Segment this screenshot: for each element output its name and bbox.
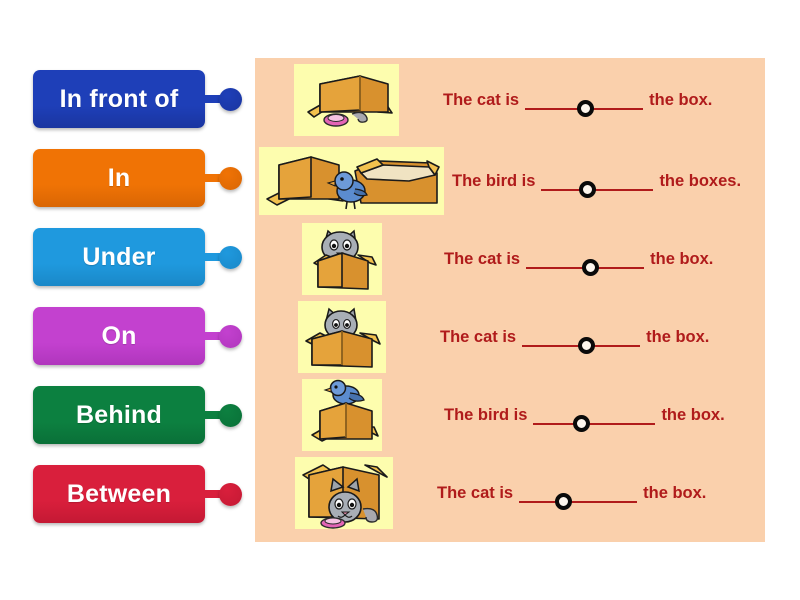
thumbnail-bird-on-box xyxy=(302,379,382,451)
draggable-word-under[interactable]: Under xyxy=(33,228,205,286)
illustration-bird-on-box xyxy=(311,379,379,442)
draggable-word-between[interactable]: Between xyxy=(33,465,205,523)
task-row: The bird is the box. xyxy=(255,376,765,454)
drop-target-4[interactable] xyxy=(578,337,596,354)
sentence-3: The cat is the box. xyxy=(444,249,765,276)
drag-handle-knob[interactable] xyxy=(219,246,242,269)
connector-stem xyxy=(203,332,225,340)
sentence-prefix: The cat is xyxy=(437,483,514,502)
bird-on-box xyxy=(323,379,365,411)
connector-stem xyxy=(203,95,225,103)
task-row: The cat is the box. xyxy=(255,298,765,376)
word-bank-row: Behind xyxy=(33,386,258,444)
blank-underline xyxy=(533,423,656,425)
answer-blank-5[interactable] xyxy=(533,405,656,432)
drag-handle-knob[interactable] xyxy=(219,483,242,506)
illustration-cat-in-front-of-box xyxy=(302,464,388,529)
word-bank-row: Between xyxy=(33,465,258,523)
connector-stem xyxy=(203,490,225,498)
draggable-word-behind[interactable]: Behind xyxy=(33,386,205,444)
sentence-prefix: The bird is xyxy=(444,405,528,424)
drop-target-6[interactable] xyxy=(555,493,573,510)
task-row: The cat is the box. xyxy=(255,58,765,142)
thumbnail-cat-behind-box xyxy=(298,301,386,373)
connector-stem xyxy=(203,411,225,419)
sentence-1: The cat is the box. xyxy=(443,90,765,117)
connector-stem xyxy=(203,253,225,261)
sentence-suffix: the box. xyxy=(650,249,714,268)
word-label: Between xyxy=(66,479,172,508)
blank-underline xyxy=(519,501,638,503)
word-label: Under xyxy=(82,242,156,271)
drop-target-3[interactable] xyxy=(582,259,600,276)
thumbnail-cat-in-front-of-box xyxy=(295,457,393,529)
thumbnail-cat-under-box xyxy=(294,64,399,136)
drop-target-5[interactable] xyxy=(573,415,591,432)
answer-blank-1[interactable] xyxy=(525,90,644,117)
sentence-prefix: The bird is xyxy=(452,171,536,190)
drop-target-1[interactable] xyxy=(577,100,595,117)
drag-handle-knob[interactable] xyxy=(219,325,242,348)
word-label: In xyxy=(107,163,131,192)
drag-handle-knob[interactable] xyxy=(219,167,242,190)
task-row: The bird is the boxes. xyxy=(255,142,765,220)
sentence-prefix: The cat is xyxy=(444,249,521,268)
thumbnail-cat-in-box xyxy=(302,223,382,295)
sentence-prefix: The cat is xyxy=(440,327,517,346)
word-bank-row: In front of xyxy=(33,70,258,128)
cat-under-box xyxy=(323,111,368,127)
worksheet-panel: The cat is the box. xyxy=(255,58,765,542)
answer-blank-4[interactable] xyxy=(522,327,641,354)
thumbnail-bird-between-boxes xyxy=(259,147,444,215)
connector-stem xyxy=(203,174,225,182)
sentence-suffix: the box. xyxy=(643,483,707,502)
bird-between-boxes xyxy=(326,171,368,210)
illustration-cat-in-box xyxy=(313,229,377,290)
draggable-word-on[interactable]: On xyxy=(33,307,205,365)
draggable-word-in[interactable]: In xyxy=(33,149,205,207)
draggable-word-in-front-of[interactable]: In front of xyxy=(33,70,205,128)
sentence-2: The bird is the boxes. xyxy=(452,171,765,198)
sentence-6: The cat is the box. xyxy=(437,483,765,510)
drag-handle-knob[interactable] xyxy=(219,404,242,427)
cat-in-front-of-box xyxy=(320,477,379,529)
illustration-cat-under-box xyxy=(307,75,393,127)
answer-blank-3[interactable] xyxy=(526,249,645,276)
sentence-suffix: the box. xyxy=(646,327,710,346)
answer-blank-6[interactable] xyxy=(519,483,638,510)
word-bank: In front of In Under On Behind Betw xyxy=(33,70,258,544)
sentence-4: The cat is the box. xyxy=(440,327,765,354)
word-label: In front of xyxy=(59,84,179,113)
task-row: The cat is the box. xyxy=(255,454,765,532)
task-row: The cat is the box. xyxy=(255,220,765,298)
word-bank-row: In xyxy=(33,149,258,207)
sentence-suffix: the box. xyxy=(661,405,725,424)
sentence-suffix: the box. xyxy=(649,90,713,109)
word-label: Behind xyxy=(76,400,162,429)
word-bank-row: On xyxy=(33,307,258,365)
cat-behind-box-head xyxy=(324,307,358,340)
blank-underline xyxy=(541,189,654,191)
word-label: On xyxy=(101,321,137,350)
sentence-suffix: the boxes. xyxy=(659,171,742,190)
sentence-prefix: The cat is xyxy=(443,90,520,109)
word-bank-row: Under xyxy=(33,228,258,286)
answer-blank-2[interactable] xyxy=(541,171,654,198)
drag-handle-knob[interactable] xyxy=(219,88,242,111)
illustration-cat-behind-box xyxy=(305,307,381,368)
illustration-bird-between-boxes xyxy=(266,156,440,210)
sentence-5: The bird is the box. xyxy=(444,405,765,432)
drop-target-2[interactable] xyxy=(579,181,597,198)
